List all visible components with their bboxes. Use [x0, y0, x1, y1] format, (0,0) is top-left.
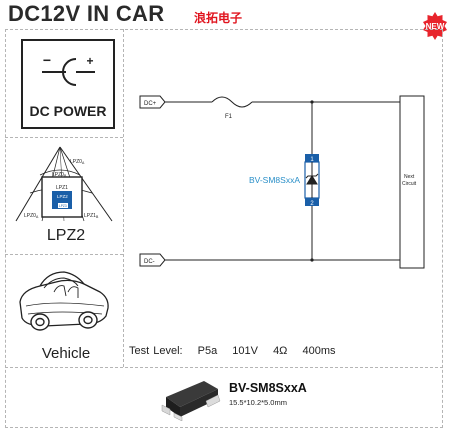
- fuse-label: F1: [225, 114, 233, 120]
- dc-minus-label: DC-: [144, 259, 155, 265]
- vehicle-label: Vehicle: [41, 345, 91, 362]
- dc-power-panel: − + DC POWER: [21, 39, 115, 129]
- dc-minus-tag: [139, 253, 166, 267]
- dc-power-box: [21, 39, 115, 129]
- tvs-pin-2-label: 2: [310, 201, 314, 207]
- new-badge-text: NEW: [426, 22, 445, 31]
- dc-power-label: DC POWER: [30, 103, 107, 119]
- new-badge-icon: NEW: [423, 12, 447, 40]
- new-badge-star: [423, 12, 447, 40]
- page-title: DC12V IN CAR: [8, 1, 165, 26]
- part-size: 15.5*10.2*5.0mm: [229, 398, 287, 407]
- lpz-zone-tag: LPZ3: [59, 204, 67, 208]
- test-level-duration: 400ms: [302, 345, 336, 357]
- lpz-zone-bottom-left: LPZ0A: [24, 213, 39, 219]
- circuit-schematic: DC+ DC- F1 1 2 BV-SM8SxxA Next Circuit: [139, 95, 425, 269]
- test-level-resistance: 4Ω: [273, 345, 288, 357]
- test-level-pulse: P5a: [197, 345, 218, 357]
- next-circuit-box: [399, 95, 425, 269]
- divider-1: [5, 137, 123, 138]
- fuse-icon: [211, 96, 253, 108]
- part-name: BV-SM8SxxA: [229, 381, 307, 395]
- next-circuit-label-2: Circuit: [402, 181, 417, 187]
- junction-bottom: [310, 258, 314, 262]
- test-level-label: Test Level:: [129, 345, 183, 357]
- lpz-panel: LPZ0A LPZ0B LPZ1 LPZ2 LPZ3 LPZ0A LPZ1B: [15, 146, 113, 222]
- divider-2: [5, 254, 123, 255]
- lpz3-tag: [58, 203, 68, 208]
- junction-top: [310, 100, 314, 104]
- tvs-pin-1: [305, 154, 319, 162]
- tvs-diode-icon: [305, 162, 319, 198]
- divider-3: [5, 367, 443, 368]
- lpz-zone-top: LPZ0A: [70, 159, 85, 165]
- column-divider: [123, 29, 124, 367]
- lpz-zone-bottom-right: LPZ1B: [84, 213, 99, 219]
- lpz-label: LPZ2: [46, 227, 86, 244]
- lpz-zone-left: LPZ0B: [52, 172, 67, 178]
- package-icon: [161, 381, 221, 421]
- test-level-voltage: 101V: [232, 345, 258, 357]
- diagram-frame: [5, 29, 443, 428]
- lpz-zone-inner: LPZ1: [56, 185, 68, 191]
- vehicle-icon: [19, 271, 109, 331]
- vehicle-wheels: [30, 311, 98, 331]
- tvs-pin-1-label: 1: [310, 157, 314, 163]
- test-level: Test Level: P5a 101V 4Ω 400ms: [129, 345, 347, 357]
- tvs-pin-2: [305, 198, 319, 206]
- lpz-zone-room: LPZ2: [57, 194, 68, 199]
- dc-plus-sign: +: [86, 54, 93, 68]
- brand-name: 浪拓电子: [194, 11, 243, 25]
- dc-plus-tag: [139, 95, 166, 109]
- tvs-device-label: BV-SM8SxxA: [249, 175, 300, 185]
- dc-minus-sign: −: [43, 52, 51, 68]
- vehicle-seats: [53, 285, 79, 298]
- next-circuit-label-1: Next: [404, 174, 415, 180]
- dc-plus-label: DC+: [144, 101, 157, 107]
- dc-power-symbol-icon: [42, 58, 95, 86]
